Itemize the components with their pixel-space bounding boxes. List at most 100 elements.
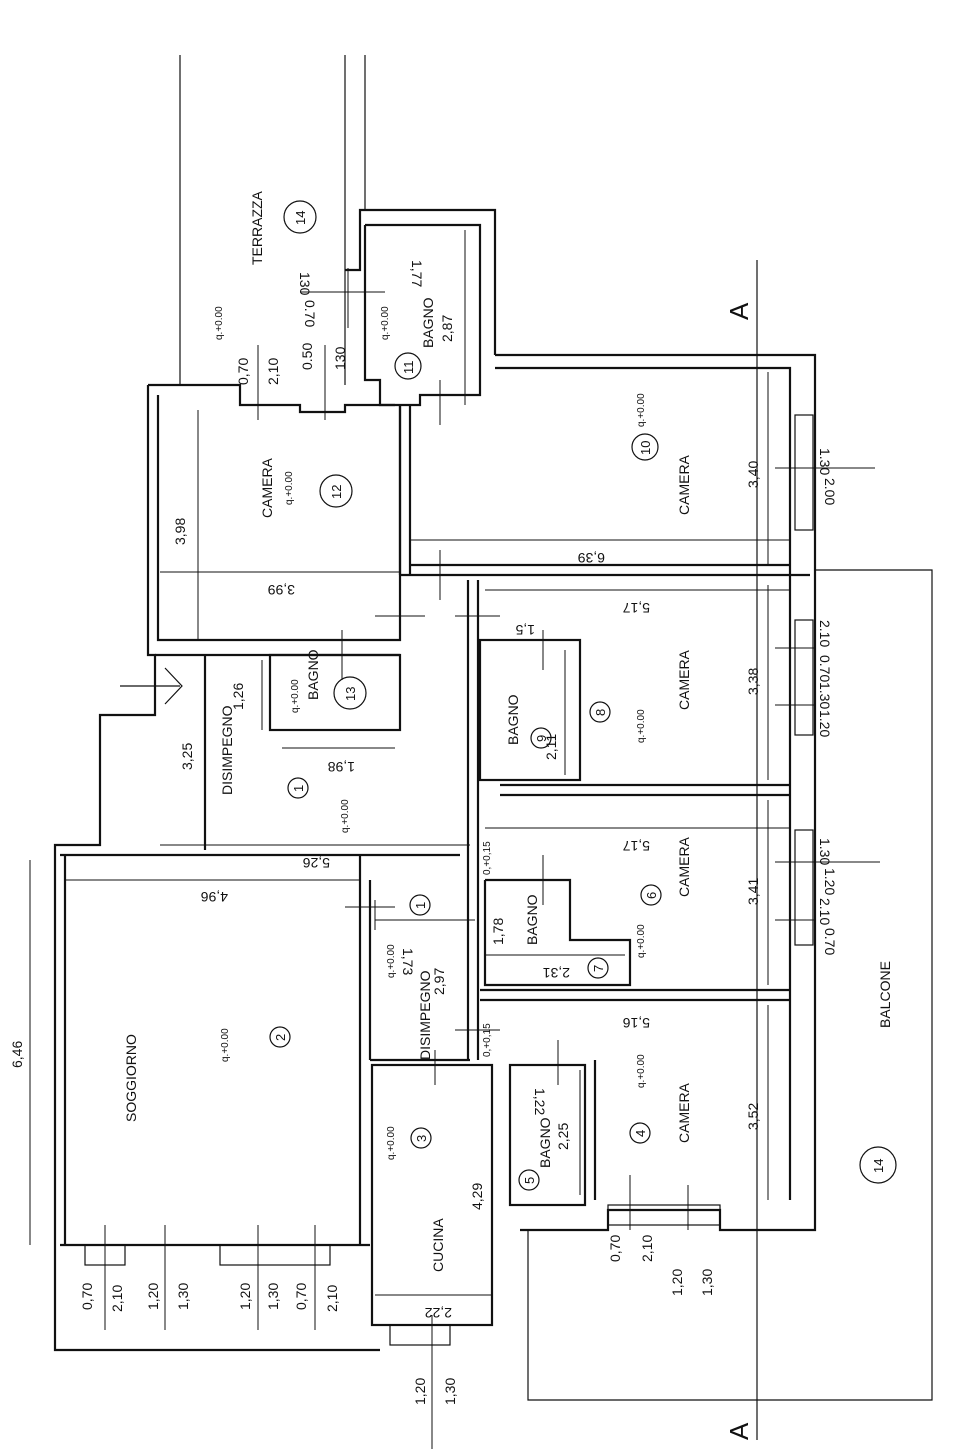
dim-bagno5-b: 2,25: [555, 1123, 571, 1150]
room-number: 14: [871, 1159, 886, 1173]
window-dim: 1,20: [669, 1269, 685, 1296]
terrazza-label: TERRAZZA: [249, 190, 265, 265]
level-mark: q.+0.00: [636, 924, 647, 958]
dim-bagno13-w: 1,26: [230, 683, 246, 710]
window-dim: 1.20: [817, 710, 833, 737]
bagno-7-label: BAGNO: [524, 894, 540, 945]
window-dim: 1,20: [237, 1283, 253, 1310]
window-dim: 1.30: [817, 448, 833, 475]
bagno-9-label: BAGNO: [505, 694, 521, 745]
dim-disimpegno1-h: 3,25: [179, 743, 195, 770]
soggiorno-label: SOGGIORNO: [123, 1034, 139, 1122]
level-mark: q.+0.00: [380, 306, 391, 340]
dimension-lines: [29, 230, 790, 1320]
dim-bagno7-h: 1,78: [490, 918, 506, 945]
section-mark-bottom: A: [724, 1422, 754, 1440]
window-dim: 2,10: [265, 358, 281, 385]
window-dim: 1,30: [442, 1378, 458, 1405]
dim-bagno11-a: 1,77: [409, 260, 425, 287]
bagno-13-label: BAGNO: [305, 649, 321, 700]
room-number: 4: [633, 1130, 648, 1137]
window-dim: 130: [332, 346, 348, 370]
camera-4-label: CAMERA: [676, 1082, 692, 1143]
window-dim: 0,70: [79, 1283, 95, 1310]
balcone-label: BALCONE: [877, 961, 893, 1028]
section-line: A A: [724, 260, 758, 1440]
window-dim: 2,10: [324, 1285, 340, 1312]
window-dim: 0.70: [817, 655, 833, 682]
dim-camera4-h: 3,52: [745, 1103, 761, 1130]
dim-step-a: 0,+0,15: [482, 841, 493, 875]
dim-camera8-w: 5,17: [623, 600, 650, 616]
room-number: 1: [413, 902, 428, 909]
level-mark: q.+0.00: [386, 1126, 397, 1160]
disimpegno-2-label: DISIMPEGNO: [417, 970, 433, 1060]
bagno-11-label: BAGNO: [420, 297, 436, 348]
room-number: 12: [329, 485, 344, 499]
room-labels: TERRAZZA BALCONE SOGGIORNO CUCINA DISIMP…: [123, 190, 893, 1272]
disimpegno-1-label: DISIMPEGNO: [219, 705, 235, 795]
dim-disimpegno1-w: 1,98: [328, 759, 355, 775]
dim-step-b: 0,+0,15: [482, 1023, 493, 1057]
window-dim: 1.30: [817, 838, 833, 865]
bagno-5-label: BAGNO: [537, 1117, 553, 1168]
level-mark: q.+0.00: [636, 709, 647, 743]
room-number: 6: [644, 892, 659, 899]
window-dim: 1,30: [265, 1283, 281, 1310]
window-dim: 130: [297, 272, 313, 296]
level-mark: q.+0.00: [636, 1054, 647, 1088]
room-number: 10: [638, 441, 653, 455]
dim-total-height: 6,46: [9, 1041, 25, 1068]
dim-camera-long: 6,39: [578, 550, 605, 566]
room-number: 3: [414, 1135, 429, 1142]
level-mark: q.+0.00: [220, 1028, 231, 1062]
level-mark: q.+0.00: [284, 471, 295, 505]
section-mark-top: A: [724, 302, 754, 320]
window-dim: 0.70: [302, 300, 318, 327]
level-mark: q.+0.00: [290, 679, 301, 713]
dim-camera6-h: 3,41: [745, 878, 761, 905]
dim-bagno9-w: 1,5: [515, 622, 535, 638]
room-numbers: 1 1 2 3 4 5 6 7 8 9 10 11 12 13 14 14: [269, 200, 897, 1191]
level-mark: q.+0.00: [340, 799, 351, 833]
dim-bagno7-w: 2,31: [543, 965, 570, 981]
window-dim: 1,20: [145, 1283, 161, 1310]
room-number: 5: [522, 1177, 537, 1184]
room-number: 7: [591, 965, 606, 972]
room-number: 9: [534, 735, 549, 742]
dim-cucina-w: 2,22: [425, 1305, 452, 1321]
dim-bagno5-a: 1,22: [532, 1088, 548, 1115]
room-number: 13: [343, 687, 358, 701]
window-dim: 0,70: [293, 1283, 309, 1310]
room-number: 2: [273, 1034, 288, 1041]
dim-camera6-w: 5,17: [623, 838, 650, 854]
dim-disimpegno2-b: 2,97: [431, 968, 447, 995]
camera-12-label: CAMERA: [259, 457, 275, 518]
dim-camera12-w: 3,99: [268, 582, 295, 598]
dimension-texts: 6,46 4,96 5,26 3,98 3,99 1,26 3,25 1,98 …: [9, 260, 761, 1321]
camera-8-label: CAMERA: [676, 649, 692, 710]
level-mark: q.+0.00: [636, 393, 647, 427]
dim-bagno9-h: 2,11: [543, 734, 559, 760]
level-mark: q.+0.00: [214, 306, 225, 340]
camera-10-label: CAMERA: [676, 454, 692, 515]
camera-6-label: CAMERA: [676, 836, 692, 897]
window-dim: 2,10: [639, 1235, 655, 1262]
window-dim: 2.00: [822, 478, 838, 505]
level-mark: q.+0.00: [386, 944, 397, 978]
balcone-outline: [527, 569, 933, 1401]
room-number: 8: [593, 709, 608, 716]
level-marks: q.+0.00 q.+0.00 q.+0.00 q.+0.00 q.+0.00 …: [214, 306, 647, 1160]
room-number: 1: [291, 785, 306, 792]
dim-bagno11-b: 2,87: [439, 315, 455, 342]
dim-camera10-h: 3,40: [745, 461, 761, 488]
dim-soggiorno-top: 5,26: [303, 855, 330, 871]
room-number: 11: [401, 361, 416, 375]
window-dim: 1.20: [822, 868, 838, 895]
outer-walls: [53, 208, 817, 1352]
window-dimension-texts: 0,70 2,10 1,20 1,30 1,20 1,30 0,70 2,10 …: [79, 272, 838, 1405]
window-dim: 0.50: [299, 343, 315, 370]
window-dim: 0.70: [822, 928, 838, 955]
window-dim: 2.10: [817, 620, 833, 647]
